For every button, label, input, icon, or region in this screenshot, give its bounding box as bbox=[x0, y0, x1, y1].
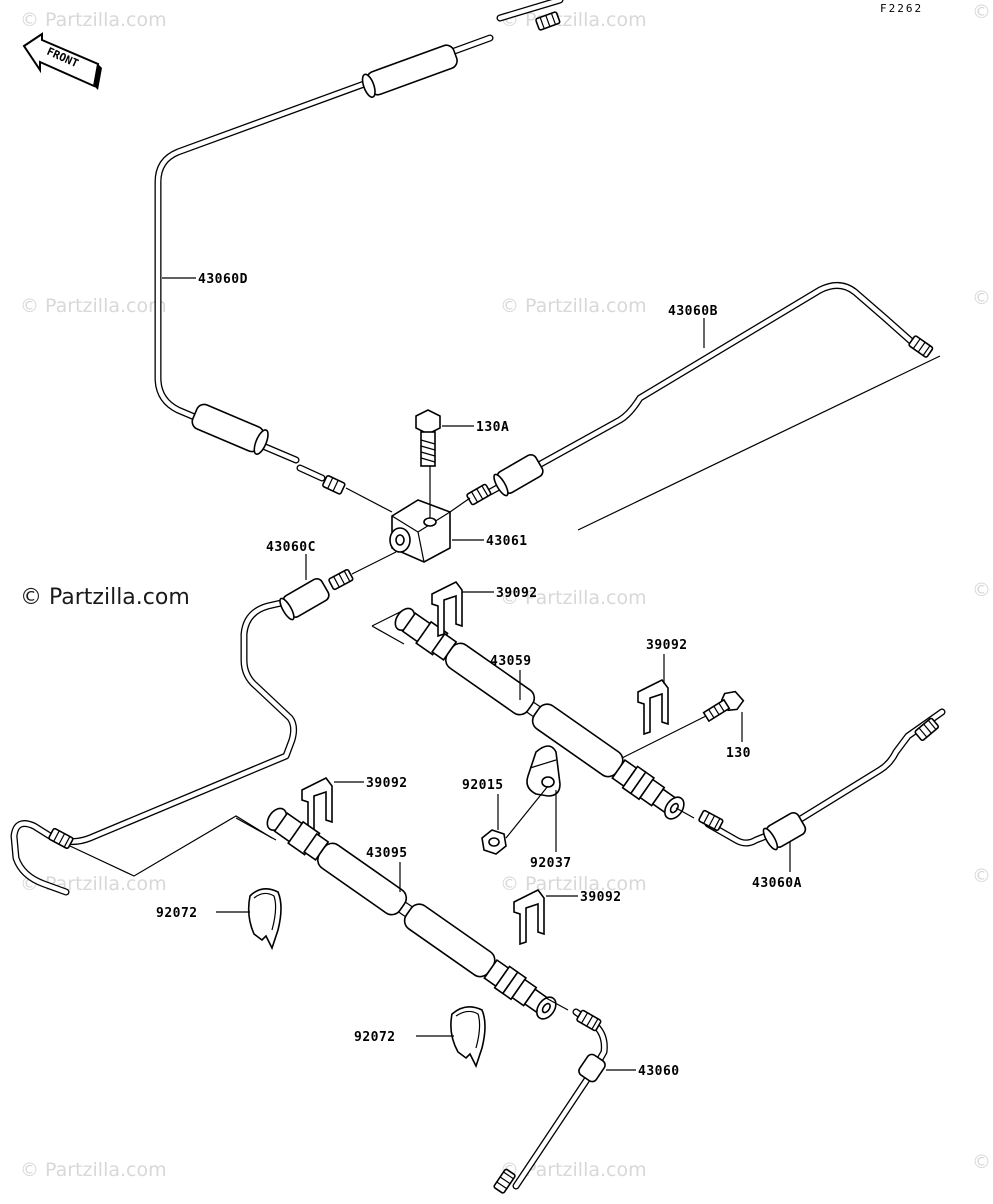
nut-92015-icon bbox=[481, 829, 507, 855]
brake-pipe-43060C bbox=[10, 568, 354, 896]
label-43060C: 43060C bbox=[266, 540, 316, 555]
label-92015: 92015 bbox=[462, 778, 504, 793]
label-43060B: 43060B bbox=[668, 304, 718, 319]
front-arrow-icon: FRONT bbox=[22, 32, 102, 90]
watermark-copyright-mark: © bbox=[972, 579, 991, 601]
watermark: © Partzilla.com bbox=[500, 587, 647, 609]
brake-pipe-43060 bbox=[493, 1008, 608, 1194]
watermark-copyright-mark: © bbox=[972, 1, 991, 23]
bolt-130-icon bbox=[702, 690, 745, 723]
brake-pipe-43060D bbox=[154, 0, 564, 495]
bolt-130A-icon bbox=[415, 409, 441, 467]
partzilla-watermark: © Partzilla.com bbox=[20, 585, 190, 610]
watermark: © Partzilla.com bbox=[500, 873, 647, 895]
watermark: © Partzilla.com bbox=[20, 1159, 167, 1181]
brake-hose-43059 bbox=[371, 607, 685, 820]
watermark: © Partzilla.com bbox=[500, 295, 647, 317]
label-92037: 92037 bbox=[530, 856, 572, 871]
clip-39092-icon bbox=[431, 580, 463, 638]
label-43060: 43060 bbox=[638, 1064, 680, 1079]
band-clamp-92072-icon bbox=[247, 888, 282, 951]
label-43095: 43095 bbox=[366, 846, 408, 861]
watermark: © Partzilla.com bbox=[20, 9, 167, 31]
label-43059: 43059 bbox=[490, 654, 532, 669]
band-clamp-92072-icon bbox=[450, 1006, 486, 1069]
watermark-copyright-mark: © bbox=[972, 287, 991, 309]
clamp-92037-icon bbox=[526, 745, 561, 797]
clip-39092-icon bbox=[513, 888, 545, 946]
label-92072: 92072 bbox=[354, 1030, 396, 1045]
label-43061: 43061 bbox=[486, 534, 528, 549]
label-39092: 39092 bbox=[646, 638, 688, 653]
watermark: © Partzilla.com bbox=[20, 295, 167, 317]
label-39092: 39092 bbox=[366, 776, 408, 791]
watermark: © Partzilla.com bbox=[500, 1159, 647, 1181]
watermark-copyright-mark: © bbox=[972, 1151, 991, 1173]
clip-39092-icon bbox=[301, 776, 333, 834]
watermark-copyright-mark: © bbox=[972, 865, 991, 887]
label-130A: 130A bbox=[476, 420, 509, 435]
callout-leaders bbox=[162, 277, 791, 1071]
callout-labels: 43060D 43060B 130A 43061 43060C 39092 43… bbox=[156, 272, 802, 1079]
figure-code: F2262 bbox=[880, 2, 923, 15]
brake-joint-43061 bbox=[389, 499, 451, 563]
leader-line bbox=[577, 355, 941, 531]
brake-pipe-43060B bbox=[466, 282, 934, 506]
label-43060A: 43060A bbox=[752, 876, 802, 891]
label-39092: 39092 bbox=[580, 890, 622, 905]
watermark: © Partzilla.com bbox=[500, 9, 647, 31]
label-130: 130 bbox=[726, 746, 751, 761]
brake-pipe-43060A bbox=[698, 708, 946, 851]
leader-line bbox=[69, 815, 273, 877]
label-43060D: 43060D bbox=[198, 272, 248, 287]
label-92072: 92072 bbox=[156, 906, 198, 921]
brake-hose-43095 bbox=[235, 807, 557, 1020]
clip-39092-icon bbox=[637, 678, 669, 736]
watermark-layer: © Partzilla.com © Partzilla.com © Partzi… bbox=[20, 1, 991, 1181]
label-39092: 39092 bbox=[496, 586, 538, 601]
